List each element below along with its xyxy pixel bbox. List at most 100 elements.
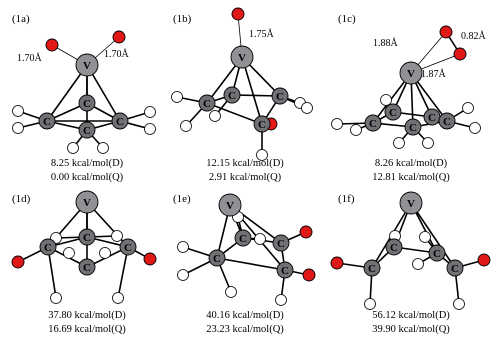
oxygen-atom — [143, 252, 157, 266]
hydrogen-atom — [97, 142, 109, 154]
carbon-symbol: C — [124, 242, 132, 254]
hydrogen-atom — [225, 286, 237, 298]
oxygen-atom — [11, 255, 25, 269]
carbon-symbol: C — [44, 242, 52, 254]
panel-label: (1a) — [12, 13, 30, 25]
carbon-symbol: C — [451, 263, 459, 275]
bond-distance-label: 1.70Å — [104, 48, 130, 60]
carbon-atom — [234, 229, 252, 247]
hydrogen-atom — [144, 123, 156, 135]
panel-label: (1f) — [338, 193, 355, 205]
hydrogen-atom — [419, 231, 431, 243]
panel-label: (1e) — [173, 193, 191, 205]
carbon-symbol: C — [276, 91, 284, 103]
carbon-symbol: C — [389, 107, 397, 119]
hydrogen-atom — [67, 142, 79, 154]
carbon-atom — [78, 121, 96, 139]
carbon-symbol: C — [369, 118, 377, 130]
vanadium-atom — [75, 53, 99, 77]
carbon-atom — [38, 112, 56, 130]
vanadium-atom — [75, 190, 99, 214]
carbon-atom — [428, 244, 446, 262]
bond-distance-label: 0.82Å — [461, 30, 487, 42]
carbon-symbol: C — [43, 116, 51, 128]
bond-distance-label: 1.87Å — [421, 68, 447, 80]
hydrogen-atom — [111, 230, 123, 242]
oxygen-atom — [453, 47, 467, 61]
hydrogen-atom — [275, 294, 287, 306]
energy-doublet-label: 56.12 kcal/mol(D) — [372, 310, 450, 321]
vanadium-symbol: V — [83, 60, 91, 72]
bond-line — [47, 246, 57, 299]
hydrogen-atom — [453, 298, 465, 310]
carbon-atom — [78, 94, 96, 112]
oxygen-atom — [330, 256, 344, 270]
energy-doublet-label: 12.15 kcal/mol(D) — [206, 158, 284, 169]
energy-doublet-label: 37.80 kcal/mol(D) — [48, 310, 126, 321]
carbon-symbol: C — [116, 116, 124, 128]
energy-doublet-label: 8.26 kcal/mol(D) — [375, 158, 448, 169]
vanadium-atom — [218, 193, 242, 217]
carbon-symbol: C — [428, 112, 436, 124]
bond-line — [410, 202, 456, 269]
carbon-symbol: C — [281, 265, 289, 277]
panel-label: (1b) — [173, 13, 192, 25]
hydrogen-atom — [12, 105, 24, 117]
hydrogen-atom — [412, 258, 424, 270]
bond-line — [216, 257, 286, 271]
oxygen-atom — [112, 30, 126, 44]
carbon-symbol: C — [228, 90, 236, 102]
carbon-atom — [119, 238, 137, 256]
hydrogen-atom — [12, 122, 24, 134]
panel-label: (1c) — [338, 13, 356, 25]
hydrogen-atom — [256, 149, 268, 161]
carbon-atom — [78, 228, 96, 246]
carbon-atom — [78, 258, 96, 276]
oxygen-atom — [302, 268, 316, 282]
bond-distance-label: 1.70Å — [17, 52, 43, 64]
hydrogen-atom — [171, 91, 183, 103]
carbon-atom — [272, 234, 290, 252]
hydrogen-atom — [144, 106, 156, 118]
vanadium-atom — [230, 45, 254, 69]
carbon-symbol: C — [258, 119, 266, 131]
energy-quartet-label: 23.23 kcal/mol(Q) — [206, 324, 284, 335]
carbon-atom — [276, 261, 294, 279]
carbon-atom — [363, 259, 381, 277]
bond-line — [241, 56, 263, 125]
hydrogen-atom — [301, 102, 313, 114]
vanadium-symbol: V — [238, 52, 246, 64]
carbon-atom — [208, 249, 226, 267]
bond-line — [117, 246, 129, 299]
energy-quartet-label: 2.91 kcal/mol(Q) — [209, 172, 282, 183]
carbon-symbol: C — [390, 242, 398, 254]
vanadium-symbol: V — [83, 197, 91, 209]
hydrogen-atom — [469, 122, 481, 134]
carbon-symbol: C — [277, 238, 285, 250]
vanadium-atom — [399, 191, 423, 215]
carbon-atom — [446, 259, 464, 277]
energy-quartet-label: 0.00 kcal/mol(Q) — [51, 172, 124, 183]
carbon-atom — [385, 238, 403, 256]
hydrogen-atom — [422, 137, 434, 149]
oxygen-atom — [299, 225, 313, 239]
carbon-atom — [404, 118, 422, 136]
oxygen-atom — [45, 38, 59, 52]
oxygen-atom — [439, 25, 453, 39]
carbon-symbol: C — [83, 98, 91, 110]
carbon-symbol: C — [83, 125, 91, 137]
carbon-atom — [223, 86, 241, 104]
bond-distance-label: 1.88Å — [373, 37, 399, 49]
vanadium-symbol: V — [226, 200, 234, 212]
carbon-atom — [111, 112, 129, 130]
carbon-symbol: C — [83, 262, 91, 274]
oxygen-atom — [477, 253, 491, 267]
energy-quartet-label: 39.90 kcal/mol(Q) — [372, 324, 450, 335]
hydrogen-atom — [380, 94, 392, 106]
vanadium-symbol: V — [407, 68, 415, 80]
